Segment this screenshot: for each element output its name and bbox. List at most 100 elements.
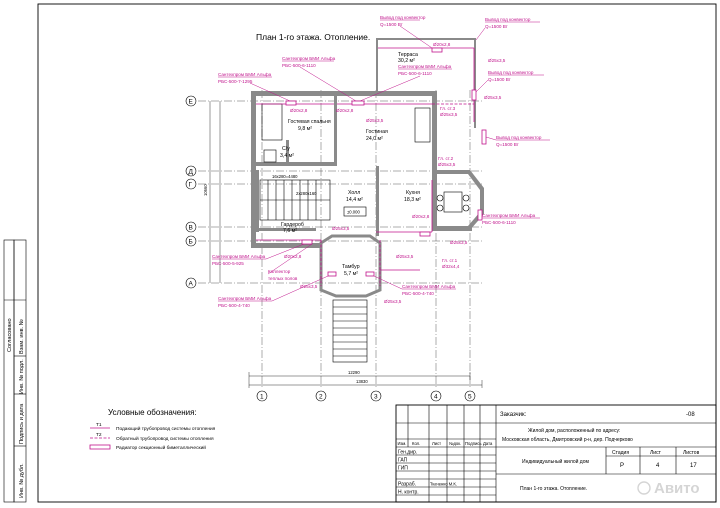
radiator-model: РБС-500-6-1110 bbox=[482, 220, 516, 225]
room-guest-bedroom: Гостевая спальня bbox=[288, 119, 331, 125]
radiator bbox=[471, 89, 477, 101]
room-living: Гостиная bbox=[366, 129, 388, 135]
pipe-diameter: Ø20x2,8 bbox=[433, 42, 451, 47]
legend-code-t2: T2 bbox=[96, 432, 102, 438]
radiator-model: РБС-500-7-1295 bbox=[218, 79, 253, 84]
dimension-lines: 12290 13830 10660 bbox=[203, 101, 483, 388]
col-header: Дата bbox=[483, 441, 493, 446]
stair-label-1: 16x280=4480 bbox=[272, 174, 298, 179]
convector-power: Q=1500 Вт bbox=[380, 22, 404, 27]
axis-row-e: Е bbox=[189, 99, 194, 106]
radiator-model: РБС-500-6-1110 bbox=[398, 71, 432, 76]
radiator-callout: Сантехпром БМИ Альфа bbox=[218, 72, 272, 77]
room-bath-area: 3,4 м² bbox=[280, 153, 294, 159]
axis-row-a: А bbox=[189, 281, 194, 288]
axis-col-1: 1 bbox=[260, 394, 264, 401]
riser-pipe: Ø32x4,4 bbox=[442, 264, 460, 269]
radiator bbox=[431, 47, 443, 53]
stair-label-2: 2x280x160 bbox=[296, 191, 317, 196]
radiator-model: РБС-500-4-740 bbox=[218, 303, 250, 308]
radiator-callout: Сантехпром БМИ Альфа bbox=[282, 56, 336, 61]
room-hall-area: 14,4 м² bbox=[346, 197, 363, 203]
riser-label: Гл. ст.2 bbox=[438, 156, 454, 161]
pipe-diameter: Ø25x3,5 bbox=[332, 226, 350, 231]
room-terrace: Терраса bbox=[398, 52, 418, 58]
role-gip: ГИП bbox=[398, 466, 408, 472]
radiator bbox=[285, 100, 297, 106]
legend-title: Условные обозначения: bbox=[108, 408, 197, 417]
stage-label: Стадия bbox=[612, 450, 629, 456]
radiator-callout: Сантехпром БМИ Альфа bbox=[398, 64, 452, 69]
room-bath: С/у bbox=[282, 146, 290, 152]
sheet-code: -08 bbox=[686, 412, 695, 418]
riser-label: Гл. ст.3 bbox=[440, 106, 456, 111]
legend-supply: Подающий трубопровод системы отопления bbox=[116, 425, 216, 432]
radiator-model: РБС-500-6-1110 bbox=[282, 63, 316, 68]
axis-col-5: 5 bbox=[468, 394, 472, 401]
collector-sub: теплых полов bbox=[268, 276, 298, 281]
pipe-diameter: Ø20x2,8 bbox=[290, 108, 308, 113]
radiator-callout: Сантехпром БМИ Альфа bbox=[218, 296, 272, 301]
legend-radiator: Радиатор секционный биметаллический bbox=[116, 444, 206, 451]
radiator-callout: Сантехпром БМИ Альфа bbox=[402, 284, 456, 289]
radiator-model: РБС-500-5-925 bbox=[212, 261, 244, 266]
convector-power: Q=1500 Вт bbox=[496, 142, 520, 147]
radiator bbox=[481, 129, 487, 145]
sheet-label: Лист bbox=[650, 450, 662, 456]
sheets-label: Листов bbox=[683, 450, 700, 456]
dim-width-1: 12290 bbox=[348, 370, 360, 375]
pipe-diameter: Ø25x3,5 bbox=[484, 95, 502, 100]
pipe-diameter: Ø20x2,8 bbox=[412, 214, 430, 219]
building-walls bbox=[251, 38, 484, 363]
col-header: Изм. bbox=[398, 441, 407, 446]
role-gap: ГАП bbox=[398, 458, 408, 464]
axis-col-2: 2 bbox=[319, 394, 323, 401]
developer-name: Ткаченко М.К. bbox=[430, 482, 457, 487]
convector-power: Q=1500 Вт bbox=[485, 24, 509, 29]
room-terrace-area: 30,2 м² bbox=[398, 58, 415, 64]
drawing-name: План 1-го этажа. Отопление. bbox=[520, 486, 587, 492]
convector-outlet-label: Вывод под конвектор bbox=[488, 70, 534, 75]
radiator bbox=[327, 271, 337, 277]
riser-label: Гл. ст.1 bbox=[442, 258, 458, 263]
role-gendir: Ген.дир. bbox=[398, 450, 417, 456]
stage-value: Р bbox=[620, 463, 624, 469]
side-stamp-approved: Согласовано bbox=[7, 318, 13, 352]
col-header: Лист bbox=[432, 441, 441, 446]
riser-pipe: Ø25x3,5 bbox=[440, 112, 458, 117]
room-wardrobe-area: 7,6 м² bbox=[283, 228, 297, 234]
sheet-value: 4 bbox=[656, 463, 660, 469]
watermark: Авито bbox=[637, 480, 700, 497]
radiator bbox=[301, 239, 313, 245]
axis-row-v: В bbox=[189, 225, 193, 232]
role-developer: Разраб. bbox=[398, 482, 416, 488]
sheets-value: 17 bbox=[690, 463, 697, 469]
room-vestibule: Тамбур bbox=[342, 264, 360, 270]
room-vestibule-area: 5,7 м² bbox=[344, 271, 358, 277]
radiators bbox=[285, 47, 487, 277]
pipe-diameter: Ø20x2,8 bbox=[284, 254, 302, 259]
customer-label: Заказчик: bbox=[500, 412, 527, 418]
pipe-diameter: Ø25x3,5 bbox=[488, 58, 506, 63]
address-line-2: Московская область, Дмитровский р-н, дер… bbox=[502, 436, 633, 443]
collector-label: Коллектор bbox=[268, 269, 291, 274]
address-line-1: Жилой дом, расположенный по адресу: bbox=[528, 427, 620, 434]
dim-width-2: 13830 bbox=[356, 379, 368, 384]
convector-outlet-label: Вывод под конвектор bbox=[485, 17, 531, 22]
side-stamp: Согласовано Инв. № подл. Подпись и дата … bbox=[3, 239, 27, 503]
pipe-diameter: Ø25x3,5 bbox=[384, 299, 402, 304]
radiator bbox=[365, 271, 375, 277]
side-stamp-dup: Инв. № дубл. bbox=[19, 463, 25, 498]
riser-pipe: Ø25x3,5 bbox=[438, 162, 456, 167]
legend-return: Обратный трубопровод системы отопления bbox=[116, 435, 214, 442]
room-kitchen-area: 18,3 м² bbox=[404, 197, 421, 203]
side-stamp-inv: Инв. № подл. bbox=[19, 359, 25, 394]
axis-row-b: Б bbox=[189, 239, 193, 246]
pipe-diameter: Ø25x3,5 bbox=[300, 284, 318, 289]
col-header: Подпись bbox=[465, 441, 482, 446]
axis-row-d: Д bbox=[189, 169, 194, 176]
object-name: Индивидуальный жилой дом bbox=[522, 458, 589, 465]
plan-title: План 1-го этажа. Отопление. bbox=[256, 32, 370, 42]
room-guest-bedroom-area: 9,8 м² bbox=[298, 126, 312, 132]
